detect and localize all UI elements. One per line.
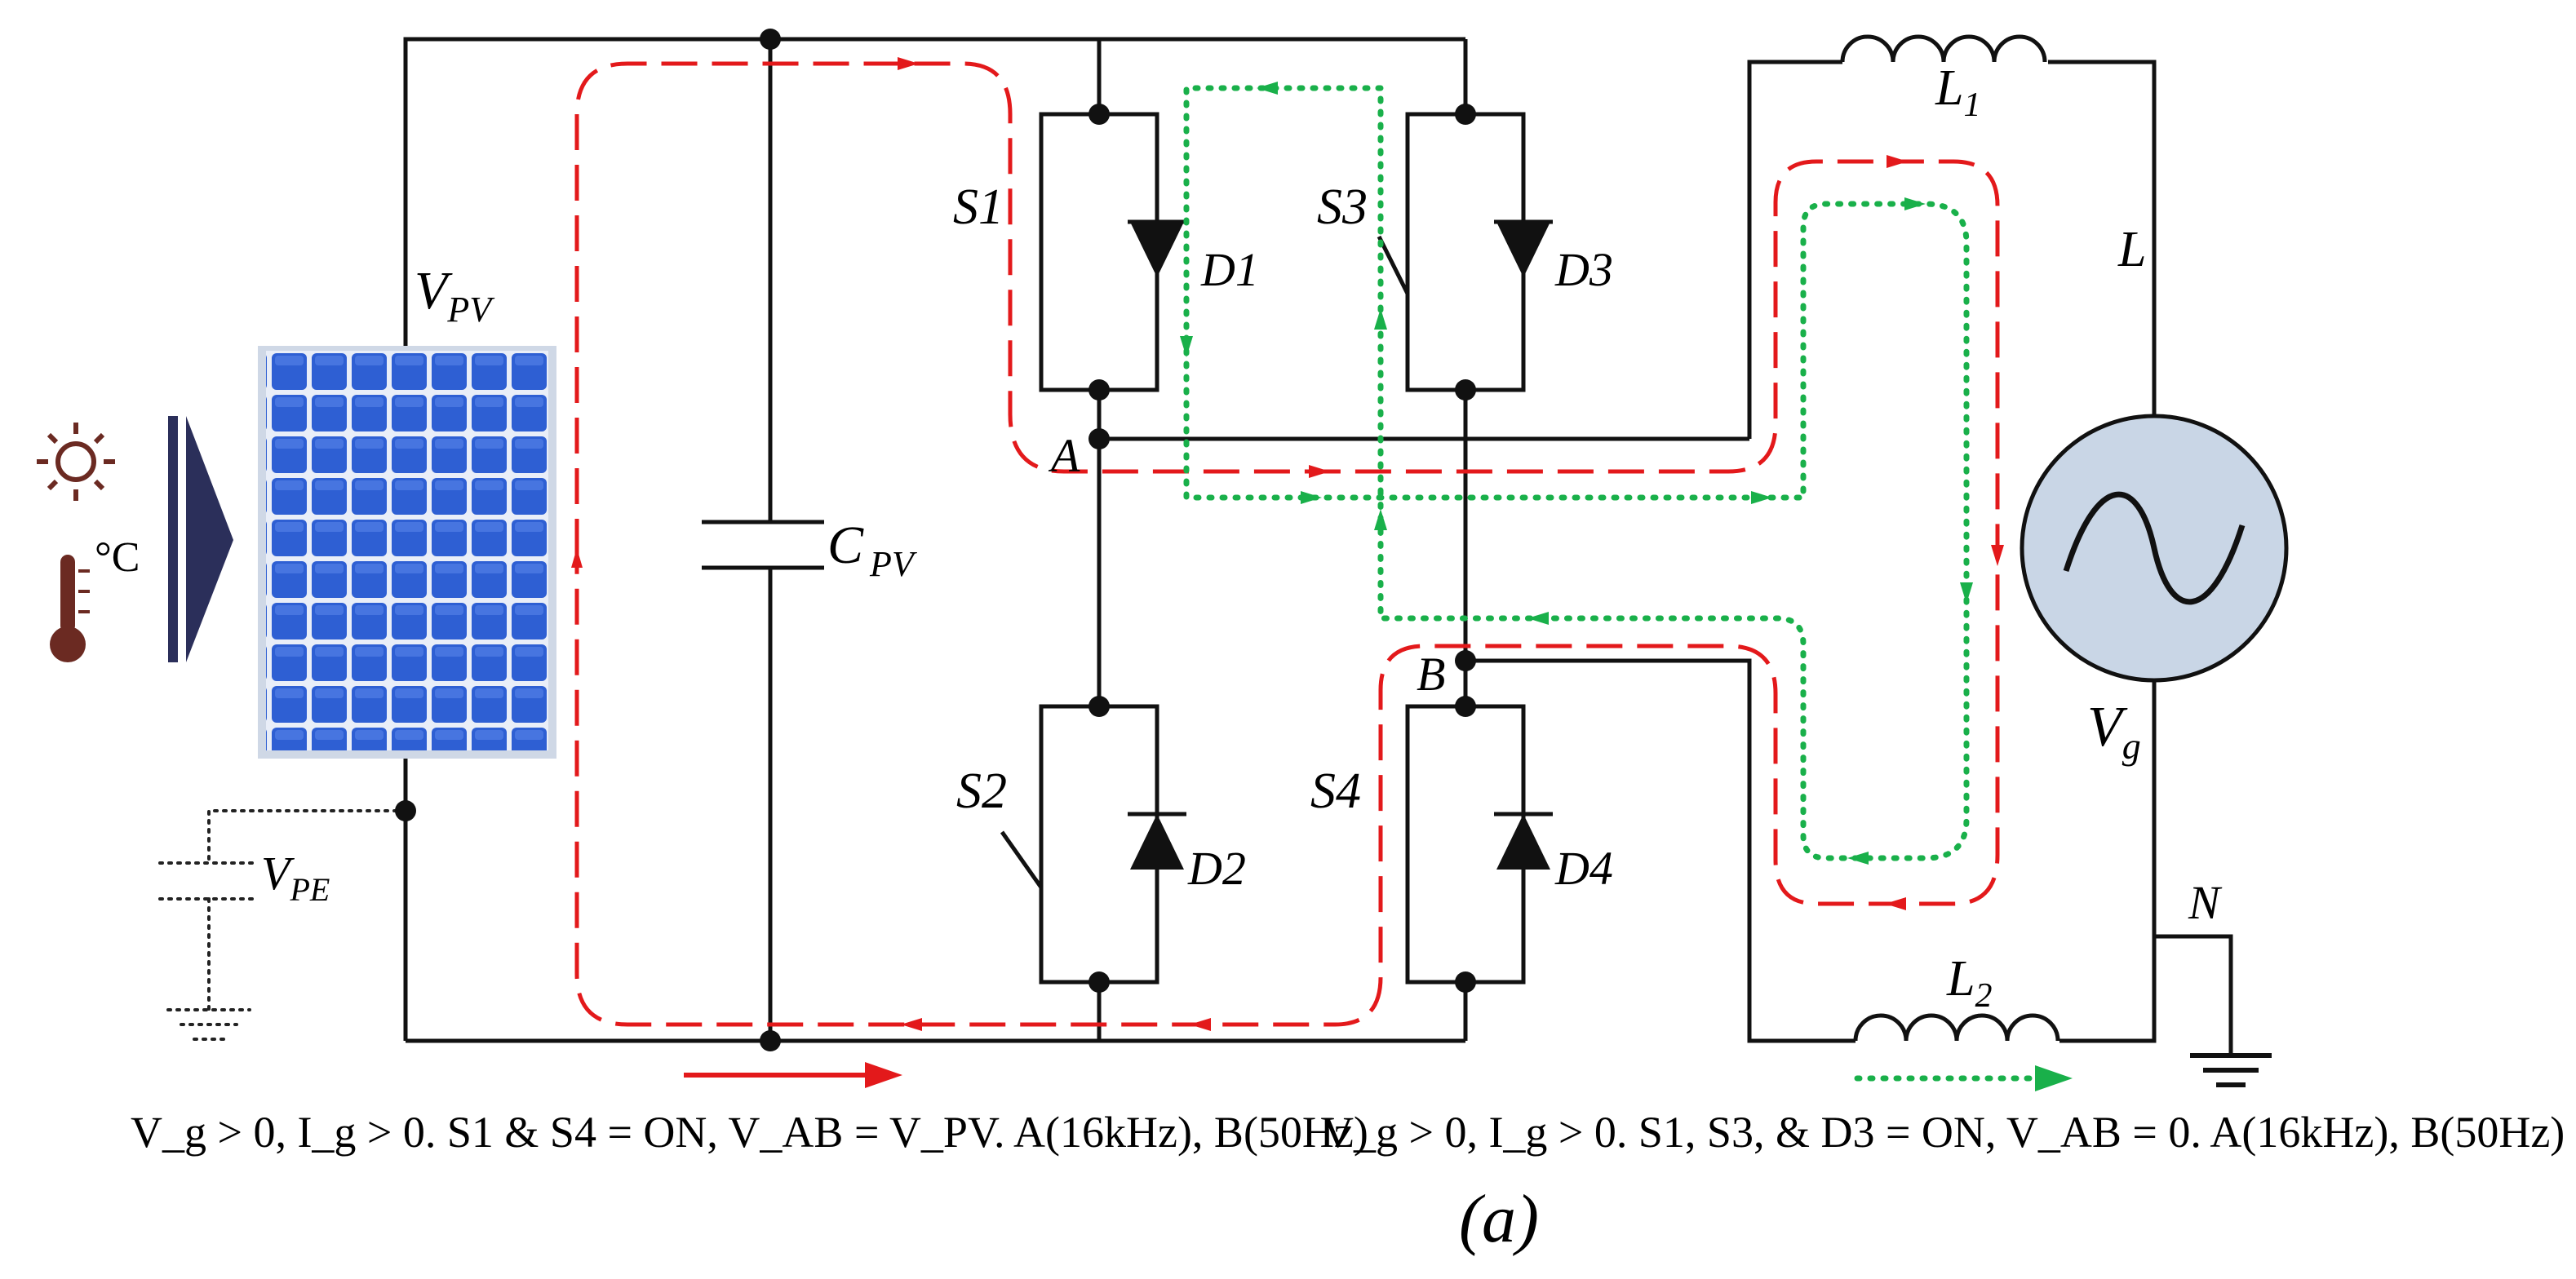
l1-label: L1: [1935, 60, 1980, 124]
line-terminal-label: L: [2117, 222, 2146, 277]
inductor-l1: [1840, 34, 2047, 63]
switch-blades: [1000, 235, 1410, 897]
celsius-label: °C: [95, 534, 140, 581]
caption-mode2: V_g > 0, I_g > 0. S1, S3, & D3 = ON, V_A…: [1322, 1108, 2565, 1157]
diode-d1: [1128, 219, 1186, 277]
s2-label: S2: [956, 763, 1007, 819]
node-b-label: B: [1417, 648, 1445, 701]
ground-icon: [2190, 1053, 2272, 1087]
current-path-mode1: [571, 57, 2004, 1088]
l2-label: L2: [1946, 951, 1992, 1015]
diode-d4: [1494, 812, 1553, 870]
s4-label: S4: [1310, 763, 1361, 819]
vg-label: Vg: [2087, 696, 2141, 767]
figure-label: (a): [1459, 1181, 1539, 1257]
d1-label: D1: [1200, 243, 1259, 296]
diode-d3: [1494, 219, 1553, 277]
vpv-label: VPV: [415, 261, 495, 330]
diode-d2: [1128, 812, 1186, 870]
sun-icon: [37, 423, 115, 501]
pe-parasitic-capacitance: [158, 809, 407, 1041]
inductor-l2: [1853, 1013, 2060, 1042]
s3-label: S3: [1317, 179, 1368, 235]
caption-mode1: V_g > 0, I_g > 0. S1 & S4 = ON, V_AB = V…: [131, 1108, 1368, 1157]
pv-panel: [258, 346, 556, 759]
s1-label: S1: [953, 179, 1004, 235]
ac-source: [2020, 414, 2289, 683]
junction-dots: [395, 29, 1476, 1051]
d2-label: D2: [1187, 842, 1246, 895]
neutral-terminal-label: N: [2188, 876, 2223, 929]
d4-label: D4: [1554, 842, 1613, 895]
current-path-mode2: [1180, 82, 2073, 1091]
thermometer-icon: [50, 555, 90, 662]
d3-label: D3: [1554, 243, 1613, 296]
node-a-label: A: [1048, 429, 1080, 482]
vpe-label: VPE: [261, 847, 330, 908]
irradiance-arrow-icon: [168, 416, 233, 662]
